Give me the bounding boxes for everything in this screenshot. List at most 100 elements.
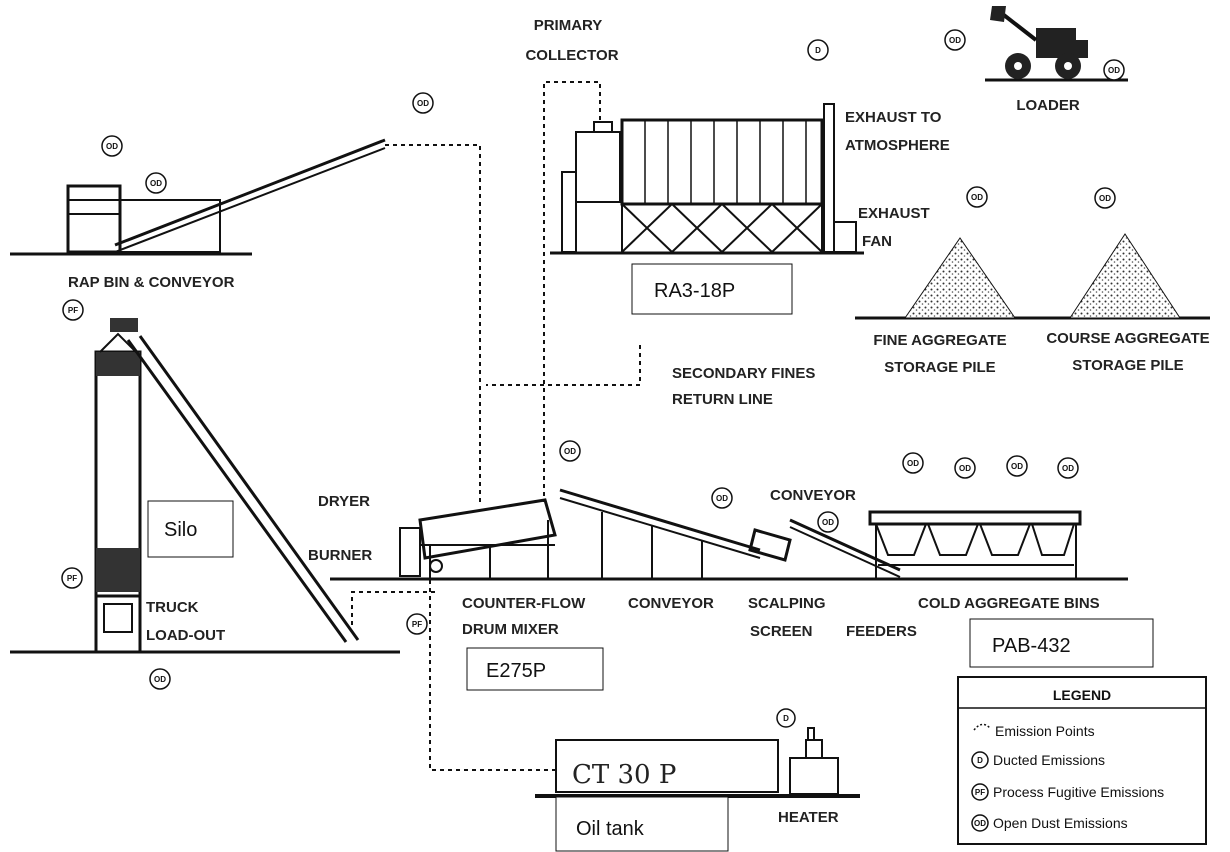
emission-marker-code: D xyxy=(815,46,821,55)
label-exhaust-fan: EXHAUST xyxy=(858,205,930,222)
emission-markers: OD OD OD D OD OD OD OD PF PF OD OD PF OD… xyxy=(61,29,1125,728)
ct30p-handwritten: CT 30 P xyxy=(572,760,676,790)
emission-marker-pf xyxy=(406,613,428,635)
box-ra3-18p-text: RA3-18P xyxy=(654,280,735,302)
emission-marker-pf xyxy=(61,567,83,589)
label-primary-collector: PRIMARY xyxy=(534,17,603,34)
box-pab-432-text: PAB-432 xyxy=(992,635,1071,657)
label-fine-aggregate: FINE AGGREGATE xyxy=(873,332,1006,349)
cold-aggregate-bins xyxy=(868,510,1082,578)
heater-unit xyxy=(789,727,839,795)
legend-ducted: Ducted Emissions xyxy=(993,752,1105,768)
label-scalping-screen: SCALPING xyxy=(748,595,826,612)
label-truck-loadout-2: LOAD-OUT xyxy=(146,627,225,644)
legend-emission-points: Emission Points xyxy=(995,723,1095,739)
feeder-conveyor xyxy=(789,518,901,578)
emission-marker-code: OD xyxy=(822,518,834,527)
emission-marker-code: OD xyxy=(150,179,162,188)
legend-process-fugitive: Process Fugitive Emissions xyxy=(993,784,1164,800)
emission-marker-od xyxy=(966,186,988,208)
label-secondary-fines: SECONDARY FINES xyxy=(672,365,815,382)
label-counter-flow-2: DRUM MIXER xyxy=(462,621,559,638)
emission-marker-od xyxy=(1103,59,1125,81)
label-feeders: FEEDERS xyxy=(846,623,917,640)
legend-emission-points-icon xyxy=(973,723,991,731)
legend-ducted-icon xyxy=(971,751,989,769)
label-exhaust-to-atmosphere-2: ATMOSPHERE xyxy=(845,137,950,154)
legend: LEGEND Emission Points D Ducted Emission… xyxy=(957,676,1207,845)
emission-marker-code: OD xyxy=(907,459,919,468)
flow-lines xyxy=(351,81,641,771)
legend-open-dust-icon xyxy=(971,814,989,832)
fine-aggregate-pile xyxy=(904,237,1016,319)
emission-marker-d xyxy=(807,39,829,61)
box-silo-text: Silo xyxy=(164,519,197,541)
silo-structure xyxy=(94,318,360,654)
emission-marker-code: OD xyxy=(959,464,971,473)
emission-marker-pf xyxy=(62,299,84,321)
box-silo xyxy=(147,500,234,558)
legend-ducted-code: D xyxy=(977,756,983,765)
emission-marker-od xyxy=(817,511,839,533)
box-pab-432 xyxy=(969,618,1154,668)
emission-marker-code: OD xyxy=(154,675,166,684)
rap-bin-and-conveyor xyxy=(66,138,386,254)
emission-marker-od xyxy=(149,668,171,690)
box-e275p-text: E275P xyxy=(486,660,546,682)
emission-marker-code: PF xyxy=(68,306,78,315)
course-aggregate-pile xyxy=(1069,233,1181,319)
emission-marker-od xyxy=(1057,457,1079,479)
emission-marker-code: OD xyxy=(1099,194,1111,203)
main-conveyor xyxy=(559,488,761,578)
label-secondary-fines-2: RETURN LINE xyxy=(672,391,773,408)
legend-process-code: PF xyxy=(975,788,985,797)
emission-marker-code: OD xyxy=(971,193,983,202)
emission-marker-od xyxy=(902,452,924,474)
emission-marker-code: OD xyxy=(1062,464,1074,473)
emission-marker-od xyxy=(101,135,123,157)
label-exhaust-fan-2: FAN xyxy=(862,233,892,250)
emission-marker-code: PF xyxy=(412,620,422,629)
box-ra3-18p xyxy=(631,263,793,315)
drum-mixer xyxy=(399,498,557,578)
emission-marker-code: OD xyxy=(564,447,576,456)
emission-marker-code: PF xyxy=(67,574,77,583)
emission-marker-od xyxy=(711,487,733,509)
label-primary-collector-2: COLLECTOR xyxy=(525,47,618,64)
emission-marker-code: OD xyxy=(716,494,728,503)
baghouse xyxy=(561,103,857,253)
emission-marker-code: OD xyxy=(1011,462,1023,471)
emission-marker-od xyxy=(559,440,581,462)
ct30p-tank-body xyxy=(555,739,779,793)
emission-marker-od xyxy=(1006,455,1028,477)
legend-open-dust-code: OD xyxy=(974,819,986,828)
emission-marker-code: OD xyxy=(949,36,961,45)
label-conveyor-top: CONVEYOR xyxy=(770,487,856,504)
label-loader: LOADER xyxy=(1016,97,1080,114)
emission-marker-code: OD xyxy=(106,142,118,151)
box-e275p xyxy=(466,647,604,691)
label-exhaust-to-atmosphere: EXHAUST TO xyxy=(845,109,942,126)
emission-marker-od xyxy=(412,92,434,114)
emission-marker-od xyxy=(1094,187,1116,209)
label-heater: HEATER xyxy=(778,809,839,826)
emission-marker-od xyxy=(954,457,976,479)
loader-vehicle xyxy=(990,6,1088,79)
label-rap-bin: RAP BIN & CONVEYOR xyxy=(68,274,235,291)
label-course-aggregate-2: STORAGE PILE xyxy=(1072,357,1183,374)
scalping-screen xyxy=(748,528,792,562)
label-cold-aggregate-bins: COLD AGGREGATE BINS xyxy=(918,595,1100,612)
label-counter-flow: COUNTER-FLOW xyxy=(462,595,586,612)
label-scalping-screen-2: SCREEN xyxy=(750,623,813,640)
label-truck-loadout: TRUCK xyxy=(146,599,199,616)
emission-marker-d xyxy=(776,708,796,728)
emission-marker-code: D xyxy=(783,714,789,723)
emission-marker-od xyxy=(145,172,167,194)
box-oil-tank xyxy=(555,796,729,852)
emission-marker-code: OD xyxy=(417,99,429,108)
label-conveyor-mid: CONVEYOR xyxy=(628,595,714,612)
label-dryer-burner: DRYER xyxy=(318,493,370,510)
label-dryer-burner-2: BURNER xyxy=(308,547,372,564)
emission-marker-code: OD xyxy=(1108,66,1120,75)
